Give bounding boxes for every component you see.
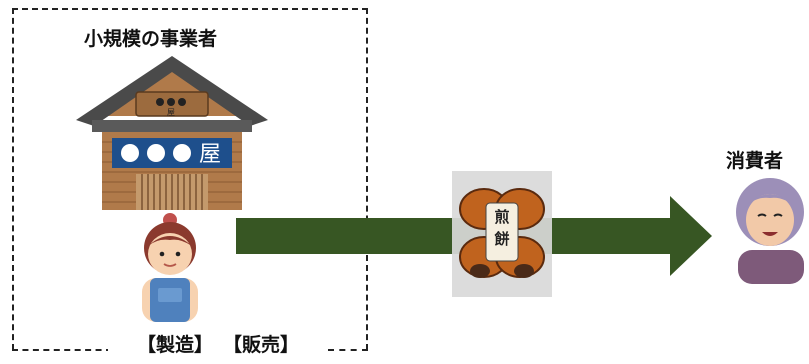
roof-plaque-text: 屋 [167, 108, 175, 117]
consumer-body [738, 250, 804, 284]
senbei-package [452, 171, 552, 297]
worker-illustration [142, 213, 198, 322]
role-manufacture: 【製造】 [136, 334, 213, 356]
business-boundary [12, 8, 368, 350]
package-label [485, 202, 519, 262]
boundary-bottom-left [12, 349, 112, 351]
shop-eave [92, 120, 252, 132]
boundary-bottom-right [328, 349, 368, 351]
consumer-face [746, 194, 794, 246]
package-label-char-2: 餅 [494, 230, 510, 248]
role-sales: 【販売】 [223, 334, 300, 356]
shop-roof [76, 56, 268, 126]
package-label-char-1: 煎 [494, 208, 510, 226]
shop-sign-text: 屋 [199, 142, 221, 167]
face [148, 233, 192, 275]
shop-illustration: 屋 屋 [76, 56, 268, 210]
business-title: 小規模の事業者 [84, 28, 218, 50]
consumer-illustration [736, 178, 804, 284]
consumer-title: 消費者 [726, 150, 784, 172]
roles-label: 【製造】【販売】 [108, 330, 328, 357]
